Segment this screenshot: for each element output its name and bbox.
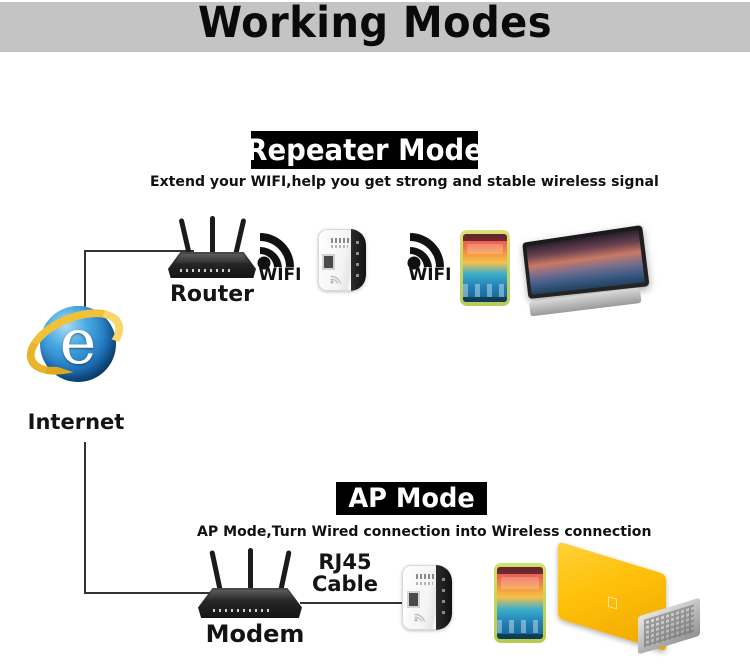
- ap-mode-subtitle: AP Mode,Turn Wired connection into Wirel…: [197, 524, 652, 540]
- smartphone-app-dock: [463, 284, 507, 297]
- wifi-label-2: WIFI: [408, 265, 452, 285]
- smartphone-widget: [466, 243, 504, 255]
- smartphone-screen-ap: [497, 567, 543, 639]
- router-top-surface: [175, 254, 249, 263]
- connector-line-upper-vertical: [84, 250, 86, 312]
- wifi-repeater-device-repeater-mode: [318, 229, 366, 291]
- connector-line-lower-horizontal: [84, 592, 214, 594]
- repeater-wifi-glyph-ap: [414, 614, 425, 623]
- wifi-signal-icon-2: [404, 232, 454, 272]
- repeater-wifi-glyph: [329, 275, 341, 284]
- yellow-macbook: : [558, 541, 700, 654]
- router-antenna-center: [210, 216, 215, 260]
- ap-mode-banner-label: AP Mode: [348, 483, 475, 514]
- smartphone-nav-bar: [463, 297, 507, 302]
- repeater-model-text-ap: [416, 581, 433, 585]
- repeater-brand-text-ap: [416, 574, 436, 580]
- smartphone-ap-mode: [494, 563, 546, 643]
- wifi-arcs-glyph-2: [407, 233, 444, 270]
- connector-line-upper-horizontal: [84, 250, 194, 252]
- smartphone-screen: [463, 234, 507, 302]
- router-body: [168, 252, 256, 278]
- rj45-cable-label-line1: RJ45: [318, 550, 372, 574]
- smartphone-status-bar-ap: [497, 567, 543, 574]
- repeater-mode-subtitle: Extend your WIFI,help you get strong and…: [150, 174, 659, 190]
- router-label: Router: [169, 282, 254, 307]
- repeater-mode-banner: Repeater Mode: [246, 131, 483, 169]
- repeater-ethernet-port-ap: [406, 591, 420, 608]
- repeater-status-leds-ap: [442, 578, 445, 616]
- repeater-brand-text: [331, 237, 351, 243]
- repeater-model-text: [331, 245, 348, 249]
- silver-laptop-wallpaper: [526, 229, 645, 296]
- rj45-cable-label-line2: Cable: [311, 572, 379, 596]
- smartphone-app-dock-ap: [497, 620, 543, 634]
- smartphone-status-bar: [463, 234, 507, 241]
- router-icon: [168, 216, 256, 278]
- wifi-signal-icon-1: [254, 232, 304, 272]
- smartphone-widget-ap: [500, 577, 540, 589]
- wifi-arcs-glyph-1: [257, 233, 294, 270]
- modem-label: Modem: [205, 620, 305, 648]
- modem-antenna-center: [248, 548, 253, 598]
- repeater-body-ap: [402, 565, 452, 630]
- router-leds: [180, 269, 232, 272]
- modem-icon: [198, 548, 302, 618]
- repeater-body: [318, 229, 366, 291]
- apple-logo-icon: : [606, 593, 619, 613]
- wifi-label-1: WIFI: [258, 265, 302, 285]
- page-title: Working Modes: [197, 0, 553, 48]
- title-band: [0, 2, 750, 52]
- repeater-status-leds: [356, 241, 360, 278]
- modem-body: [198, 588, 302, 618]
- repeater-ethernet-port: [322, 253, 335, 270]
- repeater-mode-banner-label: Repeater Mode: [246, 133, 483, 167]
- modem-leds: [212, 609, 273, 612]
- silver-laptop: [520, 224, 650, 317]
- internet-explorer-icon: e: [17, 296, 133, 396]
- connector-line-lower-vertical: [84, 442, 86, 594]
- wifi-repeater-device-ap-mode: [402, 565, 452, 630]
- ie-letter-e: e: [59, 305, 97, 378]
- rj45-cable-line: [300, 602, 406, 604]
- modem-top-surface: [206, 590, 294, 599]
- smartphone-repeater-mode: [460, 230, 510, 306]
- smartphone-nav-bar-ap: [497, 633, 543, 639]
- ap-mode-banner: AP Mode: [336, 482, 487, 515]
- internet-label: Internet: [27, 410, 125, 434]
- ie-blue-sphere: [40, 306, 116, 382]
